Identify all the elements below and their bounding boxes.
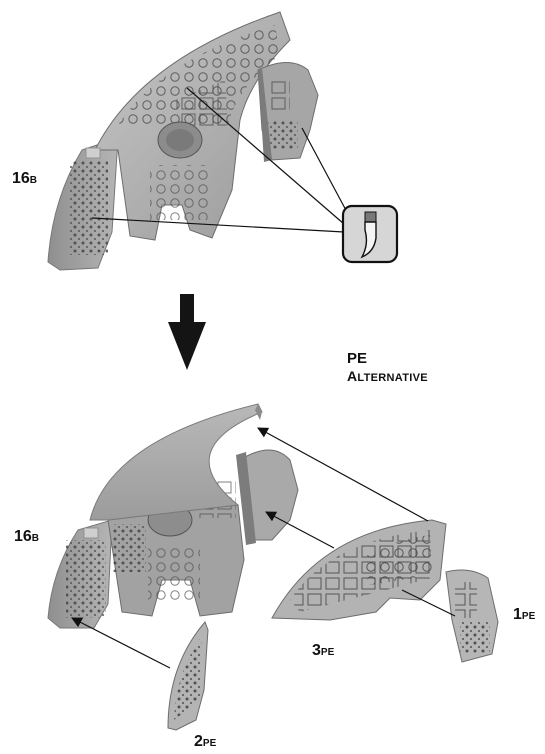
pe-alternative-title: PE: [347, 350, 367, 367]
alternative-caption: ALTERNATIVE: [347, 368, 428, 384]
pe-title: PE: [347, 350, 367, 367]
part-number: 2: [194, 733, 203, 750]
top-panel-assembly: [48, 12, 318, 270]
part-label-16b-top: 16B: [12, 170, 37, 188]
part-number: 1: [513, 606, 522, 623]
part-number: 3: [312, 642, 321, 659]
alternative-rest: LTERNATIVE: [357, 372, 427, 384]
down-arrow-icon: [168, 294, 206, 370]
alternative-initial: A: [347, 368, 357, 384]
part-suffix: B: [30, 175, 37, 186]
part-label-2pe: 2PE: [194, 733, 216, 751]
part-label-3pe: 3PE: [312, 642, 334, 660]
part-suffix: PE: [203, 738, 216, 749]
part-suffix: B: [32, 533, 39, 544]
part-suffix: PE: [522, 611, 535, 622]
part-2pe-etch: [168, 622, 208, 730]
part-number: 16: [12, 170, 30, 187]
hobby-knife-icon: [343, 206, 397, 262]
bottom-panel-assembly: [48, 404, 298, 628]
part-label-1pe: 1PE: [513, 606, 535, 624]
part-label-16b-bottom: 16B: [14, 528, 39, 546]
part-suffix: PE: [321, 647, 334, 658]
part-3pe-etch: [272, 520, 446, 620]
part-number: 16: [14, 528, 32, 545]
